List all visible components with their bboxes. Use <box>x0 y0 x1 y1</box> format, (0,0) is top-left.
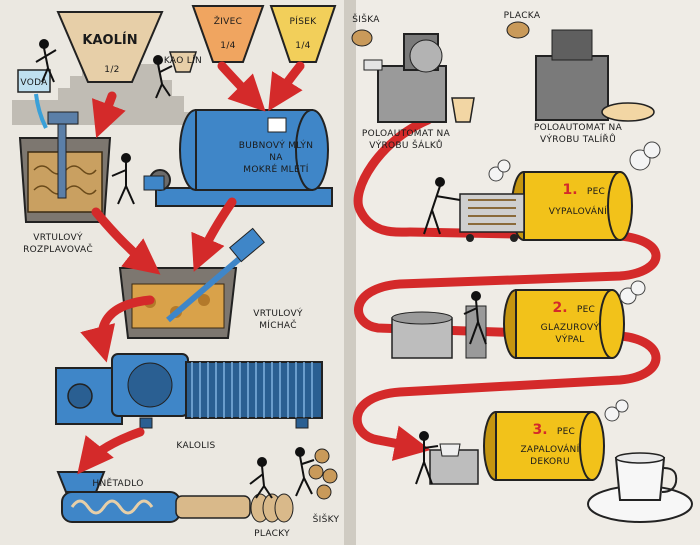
sisky-pile: ŠIŠKY <box>308 448 340 525</box>
glazing-station <box>391 305 487 359</box>
small-kaolin-bucket: KAO LÍN <box>164 51 202 73</box>
kiln3-title: PEC <box>557 427 575 437</box>
book-gutter <box>344 0 356 545</box>
kiln2-title: PEC <box>577 305 595 315</box>
kiln2-number: 2. <box>552 300 567 316</box>
pisek-fraction: 1/4 <box>295 41 310 51</box>
filterpress-label: KALOLIS <box>176 441 215 451</box>
placky-label: PLACKY <box>254 529 290 539</box>
siska-label: ŠIŠKA <box>352 13 380 25</box>
kiln3-number: 3. <box>532 422 547 438</box>
kiln-3: 3. PEC ZAPALOVÁNÍ DEKORU <box>483 411 605 481</box>
blunger-tank: VRTULOVÝ ROZPLAVOVAČ <box>18 111 112 255</box>
staircase <box>12 64 196 125</box>
kiln2-sub-1: GLAZUROVÝ <box>541 321 600 333</box>
kiln-1: 1. PEC VYPALOVÁNÍ <box>511 171 633 241</box>
worker-kiln3 <box>415 431 439 485</box>
kiln1-title: PEC <box>587 187 605 197</box>
mixer-tank: VRTULOVÝ MÍCHAČ <box>118 227 303 339</box>
pisek-hopper: PÍSEK 1/4 <box>269 5 337 63</box>
kiln2-sub-2: VÝPAL <box>555 333 584 345</box>
voda-box: VODA <box>17 69 51 93</box>
worker-blunger <box>111 153 135 205</box>
plate-machine-label-1: POLOAUTOMAT NA <box>534 123 623 133</box>
blunger-label-2: ROZPLAVOVAČ <box>23 243 93 255</box>
small-bucket-label: KAO LÍN <box>164 54 202 66</box>
ball-mill: BUBNOVÝ MLÝN NA MOKRÉ MLETÍ <box>143 109 333 207</box>
worker-top-left <box>35 39 57 83</box>
kiln1-cart <box>459 193 525 242</box>
worker-top-stairs <box>153 55 173 99</box>
mixer-label-2: MÍCHAČ <box>259 319 297 331</box>
worker-kiln2 <box>463 291 487 345</box>
plate-product <box>601 102 655 122</box>
sisky-label: ŠIŠKY <box>313 513 340 525</box>
zivec-fraction: 1/4 <box>220 41 235 51</box>
plate-machine-label-2: VÝROBU TALÍŘŮ <box>540 133 616 145</box>
plate-machine: PLACKA POLOAUTOMAT NA VÝROBU TALÍŘŮ <box>504 11 623 145</box>
pisek-title: PÍSEK <box>290 15 318 27</box>
smoke-puffs <box>488 141 661 422</box>
filter-press: KALOLIS <box>55 353 323 451</box>
water-flow <box>34 93 48 129</box>
pugmill-label: HNĚTADLO <box>92 477 143 489</box>
kaolin-hopper: KAOLÍN 1/2 <box>56 11 164 83</box>
process-arrow <box>352 115 661 461</box>
kaolin-fraction: 1/2 <box>104 65 119 75</box>
ballmill-label-3: MOKRÉ MLETÍ <box>243 163 309 175</box>
cup-machine: ŠIŠKA POLOAUTOMAT NA VÝROBU ŠÁLKŮ <box>351 13 451 151</box>
decor-station <box>429 443 479 485</box>
zivec-hopper: ŽIVEC 1/4 <box>191 5 265 63</box>
flow-arrows-left <box>77 61 305 475</box>
blunger-label-1: VRTULOVÝ <box>33 231 83 243</box>
worker-sisky <box>295 447 315 497</box>
placky-slabs: PLACKY <box>250 493 294 539</box>
kiln3-sub-2: DEKORU <box>530 457 570 467</box>
voda-label: VODA <box>20 78 48 88</box>
worker-kiln1 <box>423 177 461 235</box>
cup-machine-label-1: POLOAUTOMAT NA <box>362 129 451 139</box>
pug-mill: HNĚTADLO <box>56 471 251 523</box>
kaolin-title: KAOLÍN <box>82 32 137 48</box>
kiln1-number: 1. <box>562 182 577 198</box>
ballmill-label-1: BUBNOVÝ MLÝN <box>239 139 314 151</box>
placka-label: PLACKA <box>504 11 541 21</box>
ballmill-label-2: NA <box>269 153 283 163</box>
cup-product <box>451 97 475 123</box>
kiln1-sub: VYPALOVÁNÍ <box>549 205 607 217</box>
zivec-title: ŽIVEC <box>214 15 242 27</box>
kiln-2: 2. PEC GLAZUROVÝ VÝPAL <box>503 289 625 359</box>
kiln3-sub-1: ZAPALOVÁNÍ <box>520 443 579 455</box>
worker-placky <box>249 457 273 499</box>
final-cup-saucer <box>587 452 693 523</box>
mixer-label-1: VRTULOVÝ <box>253 307 303 319</box>
cup-machine-label-2: VÝROBU ŠÁLKŮ <box>369 139 443 151</box>
